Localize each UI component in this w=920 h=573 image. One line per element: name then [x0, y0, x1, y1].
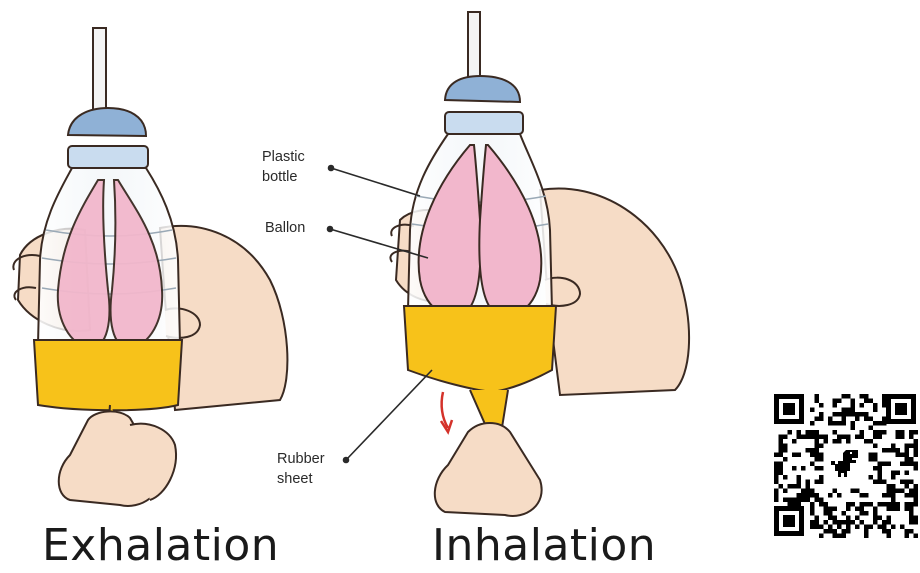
leader-rubber-sheet — [346, 370, 432, 460]
left-straw — [93, 28, 106, 118]
right-rubber-sheet — [404, 306, 556, 392]
plastic-bottle-label: Plastic bottle — [262, 147, 322, 187]
right-pinch-fingers — [435, 423, 542, 516]
left-stopper — [68, 108, 146, 136]
inhalation-caption: Inhalation — [432, 520, 656, 571]
rubber-sheet-label: Rubber sheet — [277, 449, 337, 489]
left-rubber-sheet — [34, 340, 182, 410]
exhalation-model — [13, 28, 287, 506]
qr-code — [772, 392, 918, 538]
inhalation-model — [390, 12, 689, 516]
right-stopper — [445, 76, 520, 102]
rubber-sheet-label-line2: sheet — [277, 469, 337, 489]
dinosaur-icon — [824, 444, 866, 486]
right-bottle-ring — [445, 112, 523, 134]
ballon-label: Ballon — [265, 218, 305, 238]
rubber-sheet-label-line1: Rubber — [277, 449, 337, 469]
leader-plastic-bottle — [331, 168, 420, 196]
left-bottle-ring — [68, 146, 148, 168]
plastic-bottle-label-line2: bottle — [262, 167, 322, 187]
plastic-bottle-label-line1: Plastic — [262, 147, 322, 167]
exhalation-caption: Exhalation — [42, 520, 279, 571]
